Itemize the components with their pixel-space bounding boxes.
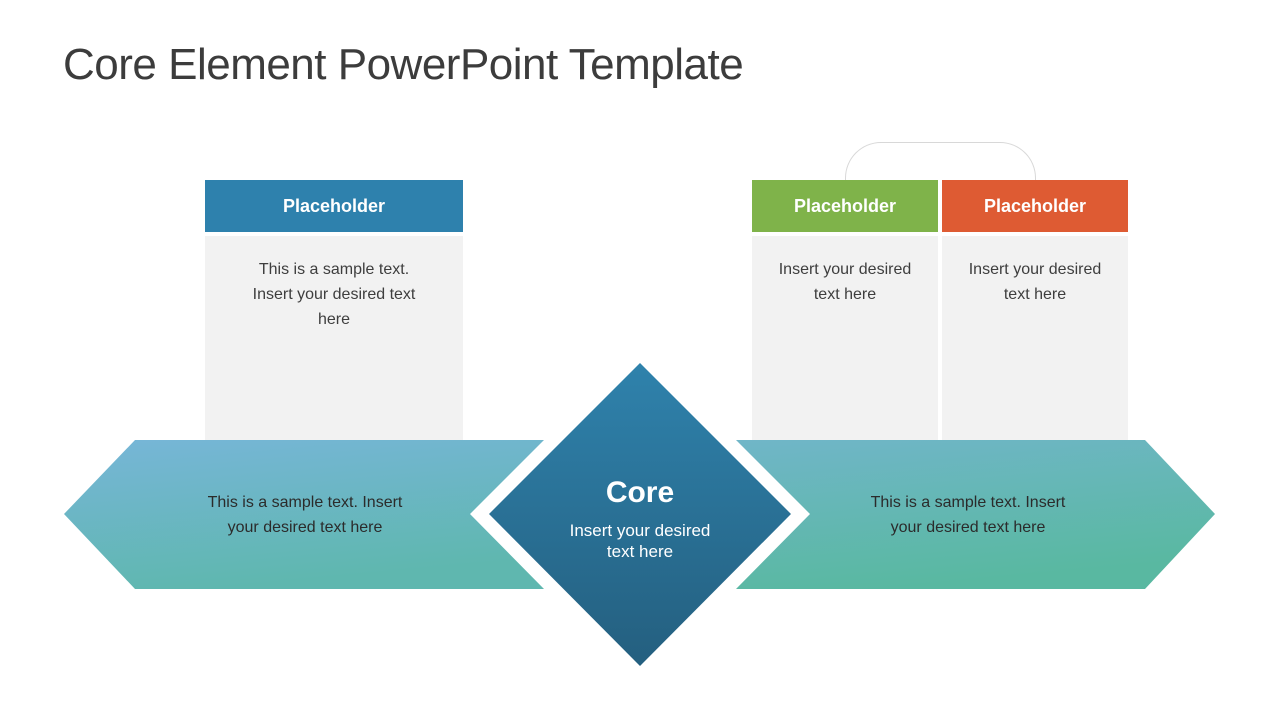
card-left-body: This is a sample text. Insert your desir…	[205, 236, 463, 440]
core-text: Core Insert your desired text here	[540, 474, 740, 562]
card-orange-body-line: text here	[1003, 286, 1067, 303]
card-orange-body-line: Insert your desired	[968, 261, 1102, 278]
card-orange: Placeholder Insert your desired text her…	[942, 180, 1128, 440]
card-green-body: Insert your desired text here	[752, 236, 938, 440]
core-subtitle: Insert your desired text here	[540, 520, 740, 562]
core-subtitle-line: text here	[606, 542, 674, 561]
right-arrow-text-line: your desired text here	[890, 519, 1046, 536]
card-green-header: Placeholder	[752, 180, 938, 232]
left-arrow-text: This is a sample text. Insert your desir…	[180, 490, 430, 540]
left-arrow-text-line: This is a sample text. Insert	[207, 494, 403, 511]
slide-title: Core Element PowerPoint Template	[63, 40, 744, 89]
card-orange-header: Placeholder	[942, 180, 1128, 232]
card-green-body-line: Insert your desired	[778, 261, 912, 278]
left-arrow-text-line: your desired text here	[227, 519, 383, 536]
card-left: Placeholder This is a sample text. Inser…	[205, 180, 463, 440]
right-arrow-text-line: This is a sample text. Insert	[870, 494, 1066, 511]
right-arrow-text: This is a sample text. Insert your desir…	[843, 490, 1093, 540]
core-title: Core	[605, 476, 675, 509]
card-left-body-line: here	[317, 311, 351, 328]
card-orange-body: Insert your desired text here	[942, 236, 1128, 440]
card-green-body-line: text here	[813, 286, 877, 303]
card-left-header: Placeholder	[205, 180, 463, 232]
core-subtitle-line: Insert your desired	[569, 521, 711, 540]
card-left-body-line: Insert your desired text	[252, 286, 416, 303]
card-green: Placeholder Insert your desired text her…	[752, 180, 938, 440]
card-left-body-line: This is a sample text.	[258, 261, 410, 278]
